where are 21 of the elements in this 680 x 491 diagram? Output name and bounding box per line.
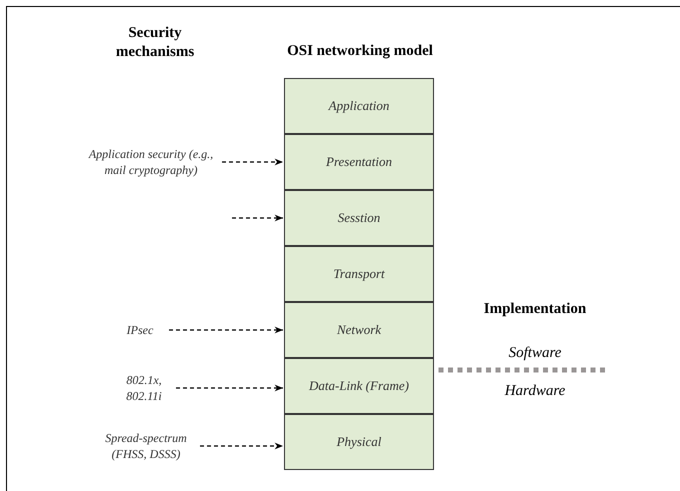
implementation-heading: Implementation [482,300,588,319]
layer-box: Presentation [284,134,434,190]
mechanism-text: 802.1x, 802.11i [116,372,172,404]
dashed-arrow [200,442,283,450]
layer-box: Transport [284,246,434,302]
layer-box: Data-Link (Frame) [284,358,434,414]
dashed-arrow [169,326,283,334]
layer-box: Network [284,302,434,358]
mechanism-text: Spread-spectrum (FHSS, DSSS) [96,430,196,462]
layer-box: Sesstion [284,190,434,246]
layer-box: Application [284,78,434,134]
dashed-arrow [232,214,283,222]
mechanism-text: IPsec [115,322,165,338]
mechanism-text: Application security (e.g., mail cryptography) [84,146,218,178]
dashed-arrow [222,158,283,166]
layer-group-label: Software [508,344,562,363]
dashed-arrow [176,384,283,392]
model-heading: OSI networking model [286,42,434,61]
layer-box: Physical [284,414,434,470]
column-heading: Security mechanisms [114,24,196,62]
layer-group-label: Hardware [504,382,566,401]
